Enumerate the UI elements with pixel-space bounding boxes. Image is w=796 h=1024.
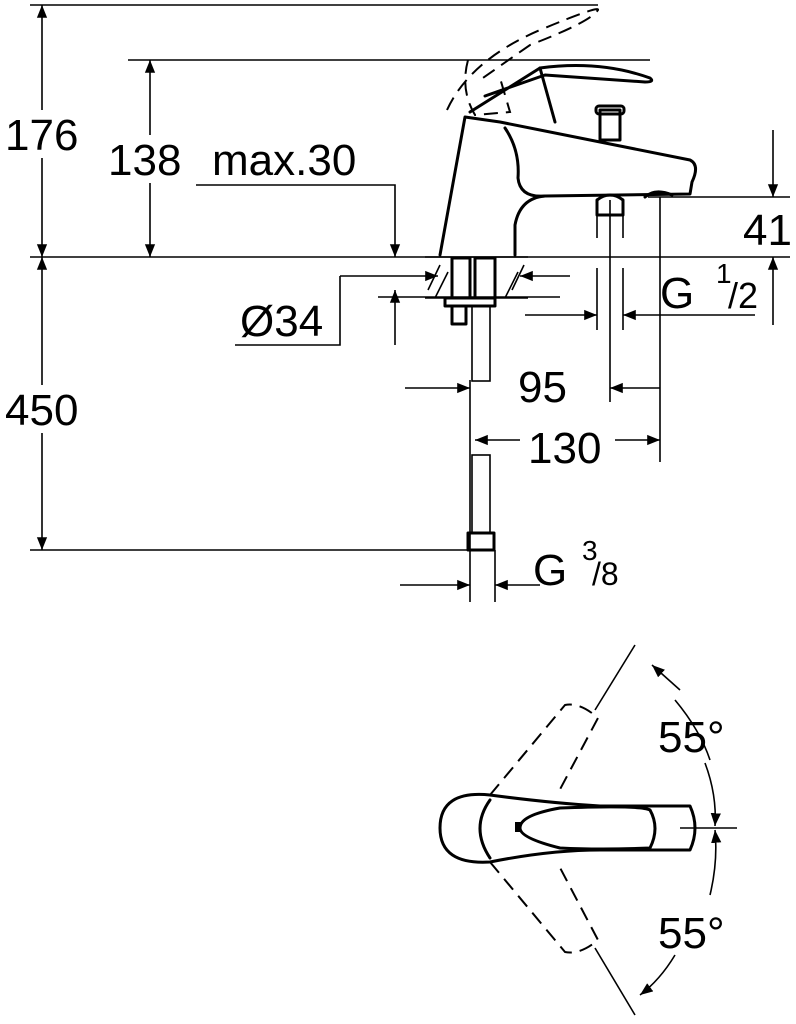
deck-section <box>425 256 528 552</box>
dimension-label: 95 <box>518 363 567 412</box>
dimension-label: 130 <box>528 424 601 473</box>
thread-inlet: G 3 /8 <box>400 535 619 595</box>
thread-denominator: /8 <box>592 556 619 592</box>
dimension-label: 41 <box>743 206 792 255</box>
reference-lines <box>30 4 790 602</box>
dimension-max-30: max.30 <box>196 136 560 345</box>
thread-outlet: G 1 /2 <box>525 258 758 321</box>
angle-label-lower: 55° <box>658 909 725 958</box>
thread-letter: G <box>533 546 567 595</box>
thread-numerator: 3 <box>582 535 598 566</box>
dimension-138: 138 <box>108 59 190 257</box>
dimension-41: 41 <box>743 130 792 325</box>
dimension-176: 176 <box>2 5 82 257</box>
faucet-side-view <box>438 8 697 257</box>
dimension-130: 130 <box>475 424 660 473</box>
faucet-top-view: 55° 55° <box>438 644 737 1016</box>
dimension-450: 450 <box>2 257 82 550</box>
dimension-diameter-34: Ø34 <box>235 270 570 346</box>
dimension-label: 138 <box>108 136 181 185</box>
thread-numerator: 1 <box>716 258 732 289</box>
thread-letter: G <box>660 269 694 318</box>
dimension-label: 176 <box>5 111 78 160</box>
dimension-label: 450 <box>5 386 78 435</box>
angle-label-upper: 55° <box>658 713 725 762</box>
dimension-label: max.30 <box>212 136 356 185</box>
dimension-label: Ø34 <box>240 297 323 346</box>
thread-denominator: /2 <box>728 275 758 316</box>
dimension-95: 95 <box>405 363 660 412</box>
